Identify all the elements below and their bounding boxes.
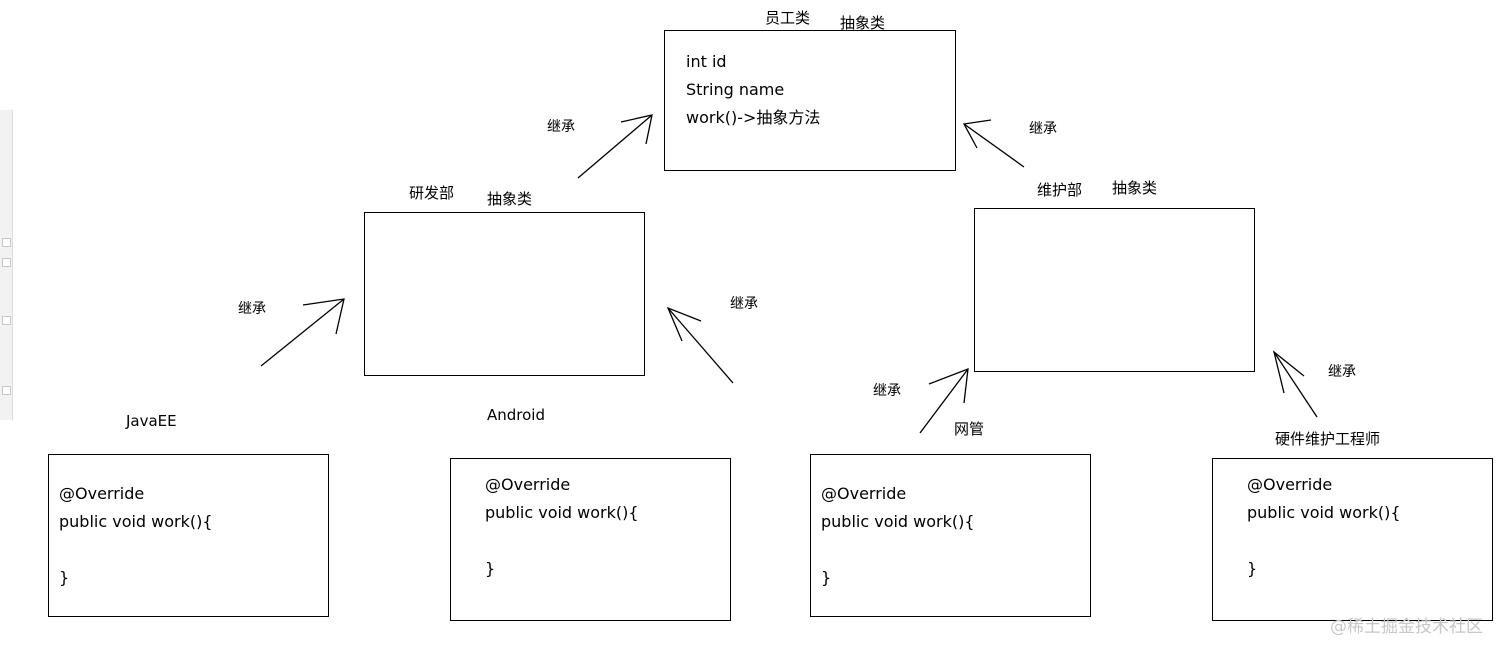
method-signature: public void work(){ [821, 512, 975, 531]
arrow-javaee-to-research [260, 298, 345, 367]
closing-brace: } [821, 568, 832, 587]
inherit-label: 继承 [1029, 121, 1057, 137]
method-signature: public void work(){ [59, 512, 213, 531]
employee-abstract-tag: 抽象类 [840, 14, 886, 32]
field-id: int id [686, 52, 727, 71]
employee-class-title: 员工类 [765, 9, 811, 27]
override-annotation: @Override [485, 475, 571, 494]
ruler-marker [2, 386, 11, 395]
closing-brace: } [59, 568, 70, 587]
ruler-marker [2, 258, 11, 267]
javaee-class-box: @Override public void work(){ } [48, 454, 329, 617]
maintenance-dept-abstract-tag: 抽象类 [1112, 179, 1158, 197]
netadmin-class-box: @Override public void work(){ } [810, 454, 1091, 617]
maintenance-dept-title: 维护部 [1037, 181, 1083, 199]
employee-class-box: int id String name work()->抽象方法 [664, 30, 956, 171]
netadmin-class-title: 网管 [954, 420, 985, 438]
research-dept-title: 研发部 [409, 184, 455, 202]
editor-ruler [0, 110, 13, 420]
arrow-netadmin-to-maintenance [919, 368, 969, 434]
arrow-android-to-research [666, 306, 734, 384]
override-annotation: @Override [59, 484, 145, 503]
javaee-class-title: JavaEE [126, 412, 177, 430]
research-dept-box [364, 212, 645, 376]
inherit-label: 继承 [547, 119, 575, 135]
inherit-label: 继承 [730, 296, 758, 312]
ruler-marker [2, 316, 11, 325]
inherit-label: 继承 [1328, 364, 1356, 380]
override-annotation: @Override [821, 484, 907, 503]
ruler-marker [2, 238, 11, 247]
abstract-method-work: work()->抽象方法 [686, 108, 821, 127]
hardware-engineer-class-title: 硬件维护工程师 [1275, 430, 1381, 448]
android-class-box: @Override public void work(){ } [450, 458, 731, 621]
arrow-maintenance-to-employee [962, 119, 1025, 168]
override-annotation: @Override [1247, 475, 1333, 494]
method-signature: public void work(){ [1247, 503, 1401, 522]
hardware-engineer-class-box: @Override public void work(){ } [1212, 458, 1493, 621]
closing-brace: } [1247, 559, 1258, 578]
android-class-title: Android [487, 406, 545, 424]
arrow-hardware-to-maintenance [1272, 350, 1318, 418]
inherit-label: 继承 [238, 301, 266, 317]
method-signature: public void work(){ [485, 503, 639, 522]
inherit-label: 继承 [873, 383, 901, 399]
watermark-text: @稀土掘金技术社区 [1330, 617, 1483, 637]
arrow-research-to-employee [577, 114, 653, 179]
closing-brace: } [485, 559, 496, 578]
field-name: String name [686, 80, 785, 99]
research-dept-abstract-tag: 抽象类 [487, 190, 533, 208]
maintenance-dept-box [974, 208, 1255, 372]
